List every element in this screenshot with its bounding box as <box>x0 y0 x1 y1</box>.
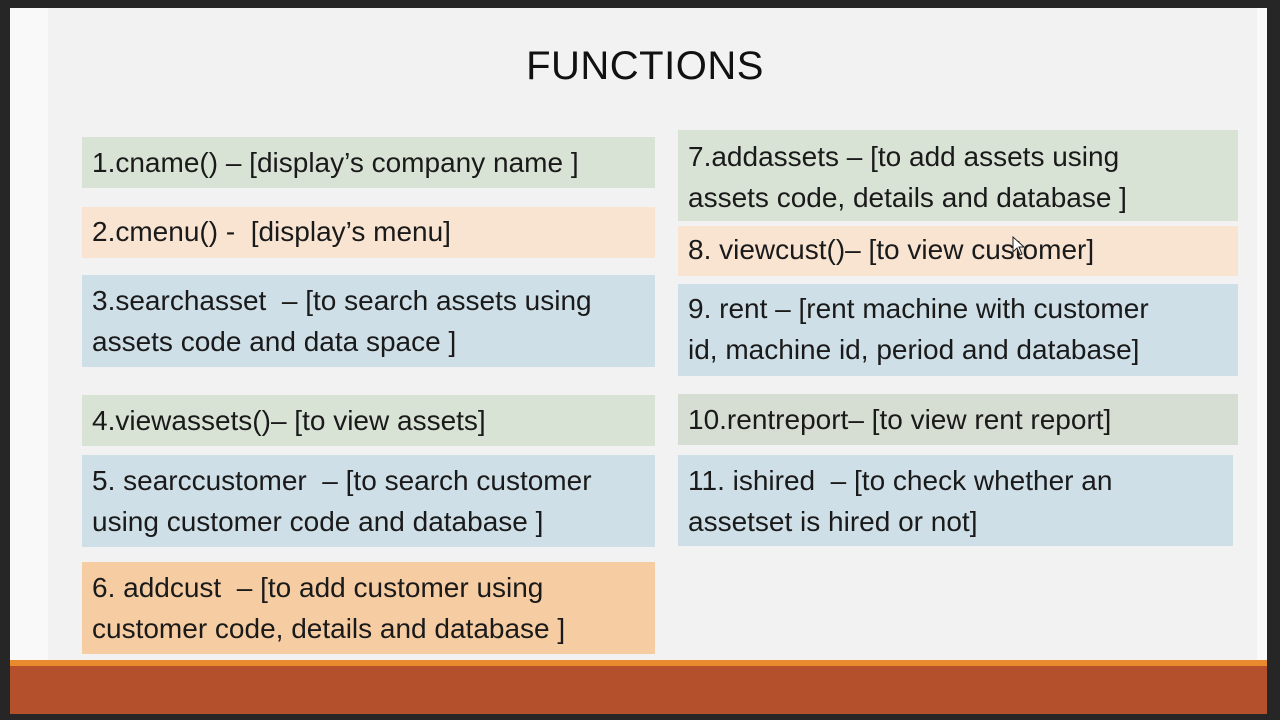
function-item-viewcust: 8. viewcust()– [to view customer] <box>678 226 1238 276</box>
function-item-cmenu: 2.cmenu() - [display’s menu] <box>82 207 655 258</box>
function-item-cname: 1.cname() – [display’s company name ] <box>82 137 655 188</box>
function-item-rent: 9. rent – [rent machine with customer id… <box>678 284 1238 376</box>
function-item-addassets: 7.addassets – [to add assets using asset… <box>678 130 1238 221</box>
slide-right-panel <box>1257 8 1267 663</box>
slide-footer-accent <box>10 660 1267 666</box>
function-item-rentreport: 10.rentreport– [to view rent report] <box>678 394 1238 445</box>
function-item-searccustomer: 5. searccustomer – [to search customer u… <box>82 455 655 547</box>
function-item-ishired: 11. ishired – [to check whether an asset… <box>678 455 1233 546</box>
function-item-addcust: 6. addcust – [to add customer using cust… <box>82 562 655 654</box>
presentation-slide: FUNCTIONS 1.cname() – [display’s company… <box>10 8 1267 714</box>
slide-title: FUNCTIONS <box>526 44 764 88</box>
mouse-pointer-icon <box>1012 236 1026 256</box>
slide-left-panel <box>10 8 48 663</box>
function-item-searchasset: 3.searchasset – [to search assets using … <box>82 275 655 367</box>
slide-footer-bar <box>10 666 1267 714</box>
function-item-viewassets: 4.viewassets()– [to view assets] <box>82 395 655 446</box>
